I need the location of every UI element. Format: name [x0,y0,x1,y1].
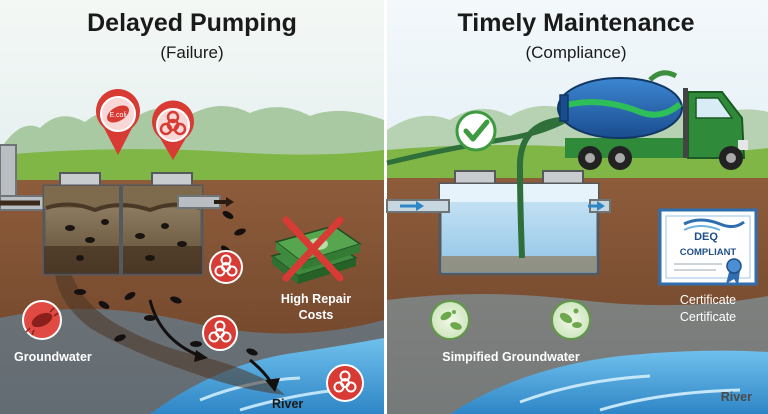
ecoli-label: E.coli [109,112,127,119]
microbe-icon [551,300,591,340]
left-subtitle: (Failure) [160,43,223,62]
certificate-title: DEQ [694,231,718,243]
bacteria-icon [22,300,62,340]
biohazard-pin-icon [152,100,194,160]
right-title: Timely Maintenance [457,9,694,37]
left-title: Delayed Pumping [87,9,297,37]
contamination-plume [55,270,285,395]
certificate-caption-2: Certificate [680,310,736,324]
right-panel: DEQ COMPLIANT Timely Maintenance (Compli… [386,0,768,414]
certificate-caption-1: Certificate [680,293,736,307]
red-x-icon [282,216,344,282]
groundwater-label: Groundwater [14,350,92,364]
high-repair-label-line2: Costs [299,308,334,322]
microbe-icon [430,300,470,340]
ecoli-pin-icon: E.coli [96,89,140,155]
biohazard-icon [202,315,238,351]
suction-hose [516,117,561,259]
bacteria-icon [74,211,258,356]
failing-septic-tank [42,172,234,276]
right-subtitle: (Compliance) [525,43,626,62]
river-label-right: River [721,390,752,404]
river-label-left: River [272,397,303,411]
panel-divider [384,0,387,414]
high-repair-label-line1: High Repair [281,292,351,306]
groundwater-label-right: Simpified Groundwater [442,350,580,364]
vacuum-truck-icon [557,70,748,170]
biohazard-icon [326,364,364,402]
certificate-icon: DEQ COMPLIANT [658,208,758,286]
biohazard-icon [209,250,243,284]
certificate-status: COMPLIANT [680,247,737,258]
left-panel: E.coli [0,0,384,414]
check-icon [455,110,497,152]
ribbon-seal-icon [726,258,742,286]
